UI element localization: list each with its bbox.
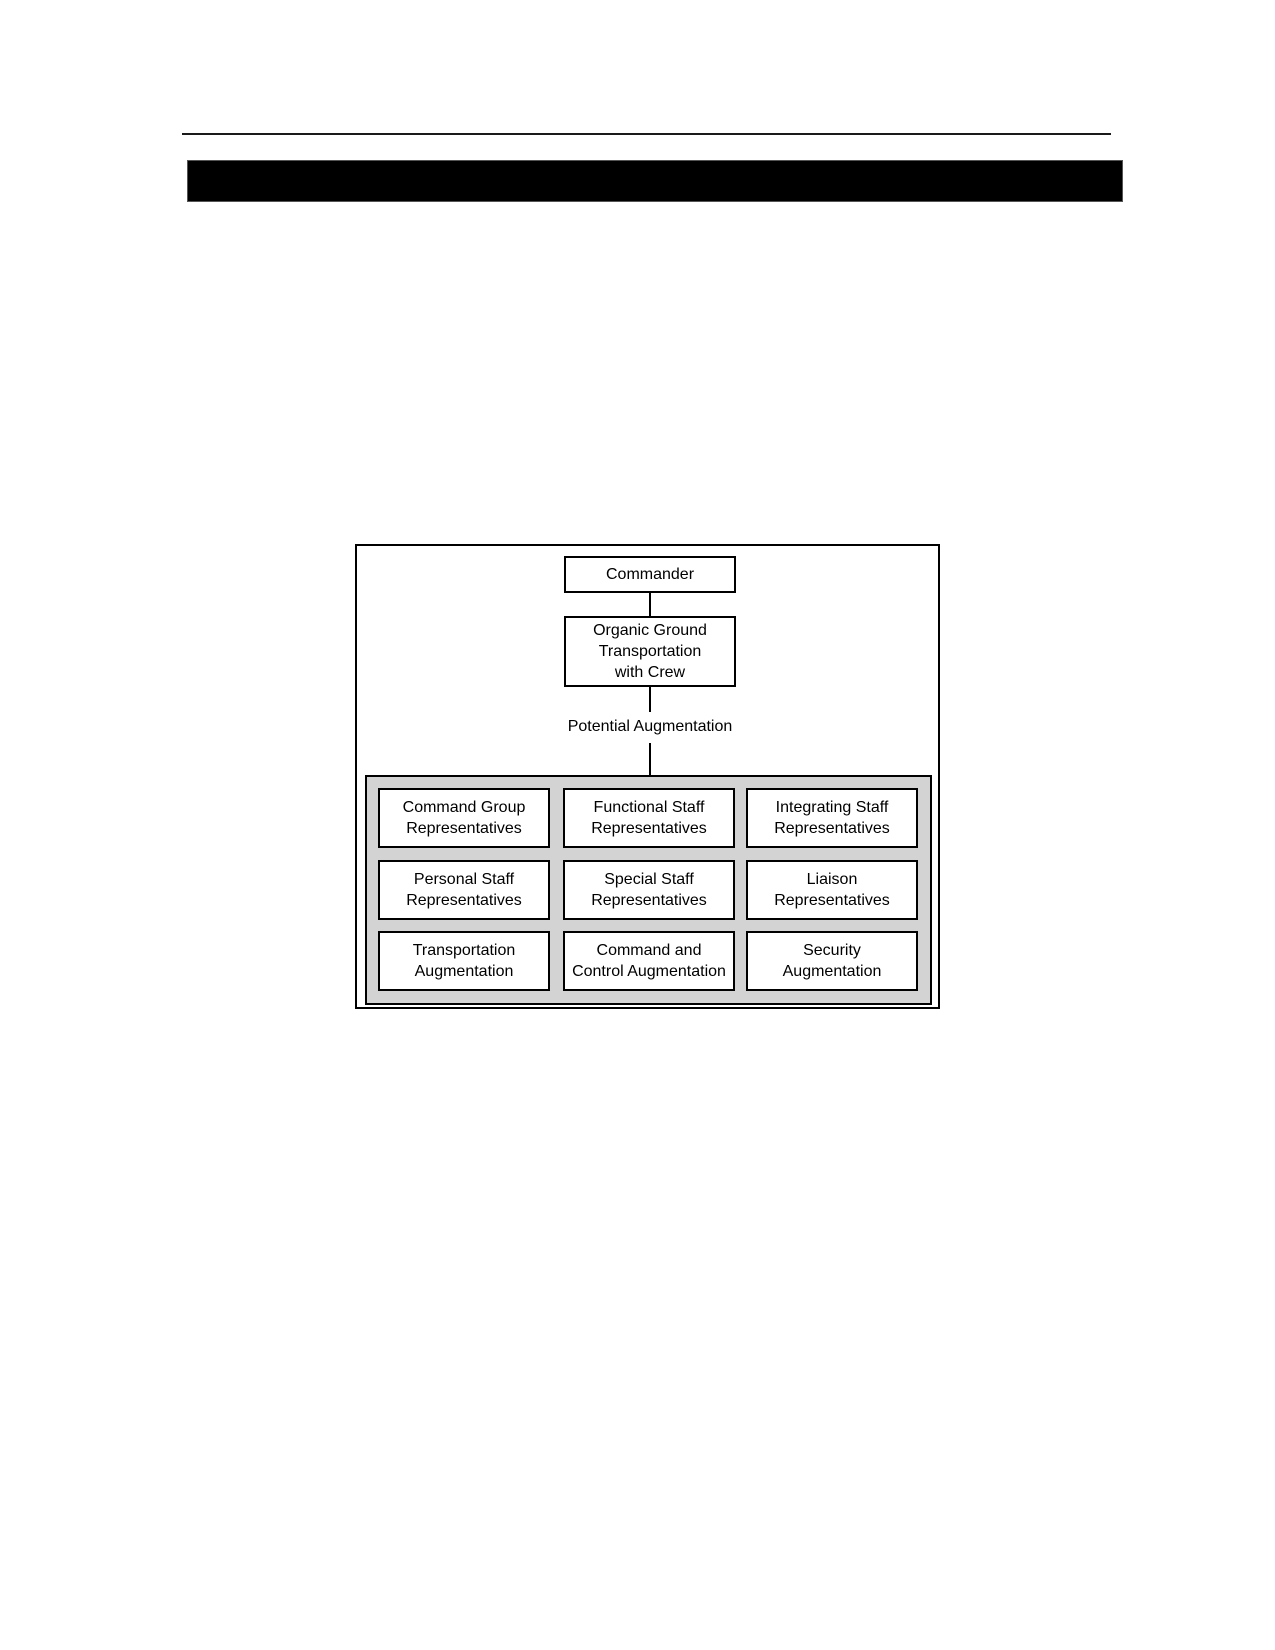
- command-and-control-augmentation-node: Command and Control Augmentation: [563, 931, 735, 991]
- connector-label-to-group: [649, 743, 651, 776]
- integrating-staff-representatives-node: Integrating Staff Representatives: [746, 788, 918, 848]
- command-group-representatives-node: Command Group Representatives: [378, 788, 550, 848]
- connector-commander-to-transport: [649, 593, 651, 616]
- transportation-augmentation-node: Transportation Augmentation: [378, 931, 550, 991]
- connector-transport-to-label: [649, 687, 651, 712]
- organic-transport-node: Organic Ground Transportation with Crew: [564, 616, 736, 687]
- commander-node: Commander: [564, 556, 736, 593]
- functional-staff-representatives-node: Functional Staff Representatives: [563, 788, 735, 848]
- personal-staff-representatives-node: Personal Staff Representatives: [378, 860, 550, 920]
- potential-augmentation-label: Potential Augmentation: [567, 718, 733, 735]
- header-rule: [182, 133, 1111, 135]
- augmentation-group: Command Group Representatives Functional…: [365, 775, 932, 1005]
- liaison-representatives-node: Liaison Representatives: [746, 860, 918, 920]
- security-augmentation-node: Security Augmentation: [746, 931, 918, 991]
- redacted-title-banner: [187, 160, 1123, 202]
- org-chart-frame: Commander Organic Ground Transportation …: [355, 544, 940, 1009]
- special-staff-representatives-node: Special Staff Representatives: [563, 860, 735, 920]
